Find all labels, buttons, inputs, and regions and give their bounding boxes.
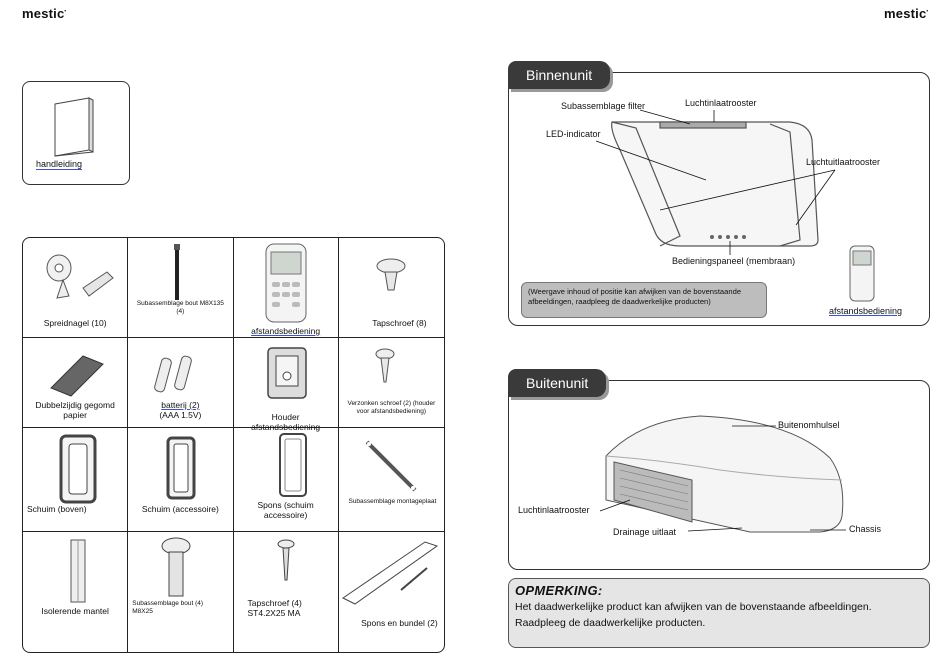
indoor-led-label: LED-indicator (546, 129, 601, 139)
part-cell: afstandsbediening (233, 238, 339, 338)
part-label: Houder afstandsbediening (251, 412, 321, 432)
part-cell: Spreidnagel (10) (23, 238, 129, 338)
indoor-outlet-label: Luchtuitlaatrooster (806, 157, 881, 167)
part-cell: Dubbelzijdig gegomd papier (23, 338, 129, 428)
part-label: Schuim (accessoire) (141, 504, 219, 514)
mounting-plate-icon (365, 440, 417, 492)
part-cell: batterij (2)(AAA 1.5V) (128, 338, 234, 428)
outdoor-drain-label: Drainage uitlaat (613, 527, 677, 537)
part-cell: Spons (schuim accessoire) (233, 428, 339, 532)
remark-line-1: Het daadwerkelijke product kan afwijken … (515, 601, 872, 613)
outdoor-unit-panel: Buitenunit (508, 369, 930, 570)
sponge-frame-icon (278, 433, 307, 497)
indoor-inlet-label: Luchtinlaatrooster (685, 98, 757, 108)
part-label: Spons (schuim accessoire) (257, 500, 314, 520)
remote-control-icon (265, 243, 306, 323)
part-label: Tapschroef (4)ST4.2X25 MA (247, 598, 302, 618)
part-cell: Tapschroef (8) (338, 238, 444, 338)
long-bolt-icon (174, 244, 181, 300)
indoor-panel-label: Bedieningspaneel (membraan) (672, 256, 796, 266)
part-label: Tapschroef (8) (372, 318, 427, 328)
indoor-unit-title: Binnenunit (508, 61, 611, 89)
part-label: Verzonken schroef (2) (houder voor afsta… (347, 400, 436, 415)
part-label: Spreidnagel (10) (43, 318, 107, 328)
part-label: Dubbelzijdig gegomd papier (35, 400, 115, 420)
part-label: afstandsbediening (251, 326, 321, 336)
part-cell: Subassemblage bout (4)M8X25 (128, 532, 234, 652)
part-label: Isolerende mantel (41, 606, 109, 616)
part-label: Subassemblage bout (4)M8X25 (132, 600, 204, 615)
insulating-sleeve-icon (70, 539, 86, 603)
part-cell: Spons en bundel (2) (339, 532, 444, 652)
part-label: batterij (2)(AAA 1.5V) (159, 400, 202, 420)
remote-holder-icon (266, 347, 307, 399)
outdoor-unit-title: Buitenunit (508, 369, 607, 397)
indoor-unit-panel: Binnenunit (508, 61, 930, 326)
part-cell: Schuim (accessoire) (128, 428, 234, 532)
manual-label: handleiding (36, 159, 83, 170)
battery-icon (154, 355, 193, 393)
part-cell: Houder afstandsbediening (233, 338, 339, 432)
indoor-note: (Weergave inhoud of positie kan afwijken… (521, 282, 767, 318)
part-label: Spons en bundel (2) (361, 618, 438, 628)
outdoor-shell-label: Buitenomhulsel (778, 420, 840, 430)
double-sided-tape-icon (50, 355, 104, 397)
part-cell: Isolerende mantel (23, 532, 129, 652)
part-cell: Schuim (boven) (23, 428, 129, 532)
foam-top-icon (59, 434, 97, 504)
manual-item: handleiding (22, 81, 130, 185)
part-label: Subassemblage bout M8X135 (4) (136, 300, 224, 315)
indoor-filter-label: Subassemblage filter (561, 101, 646, 111)
part-cell: Subassemblage montageplaat (338, 428, 444, 532)
brand-logo-left: mestic• (22, 6, 67, 21)
manual-book-icon (54, 97, 94, 157)
part-label: Subassemblage montageplaat (348, 498, 437, 505)
brand-logo-right: mestic• (884, 6, 929, 21)
part-cell: Verzonken schroef (2) (houder voor afsta… (338, 338, 444, 428)
outdoor-inlet-label: Luchtinlaatrooster (518, 505, 590, 515)
parts-table: Spreidnagel (10) Subassemblage bout M8X1… (22, 237, 445, 653)
remark-box: OPMERKING: Het daadwerkelijke product ka… (508, 578, 930, 648)
indoor-remote-label: afstandsbediening (829, 306, 903, 316)
part-cell: Subassemblage bout M8X135 (4) (128, 238, 234, 338)
remark-line-2: Raadpleeg de daadwerkelijke producten. (515, 617, 706, 629)
outdoor-chassis-label: Chassis (849, 524, 882, 534)
tapping-screw-icon (376, 258, 406, 291)
short-bolt-icon (161, 537, 191, 597)
remark-title: OPMERKING: (515, 583, 603, 598)
long-screw-icon (277, 539, 294, 581)
part-label: Schuim (boven) (27, 504, 87, 514)
countersunk-screw-icon (375, 348, 395, 383)
foam-accessory-icon (166, 436, 196, 500)
part-cell: Tapschroef (4)ST4.2X25 MA (234, 532, 339, 652)
expansion-nail-icon (46, 254, 114, 299)
sponge-strip-icon (341, 541, 438, 605)
